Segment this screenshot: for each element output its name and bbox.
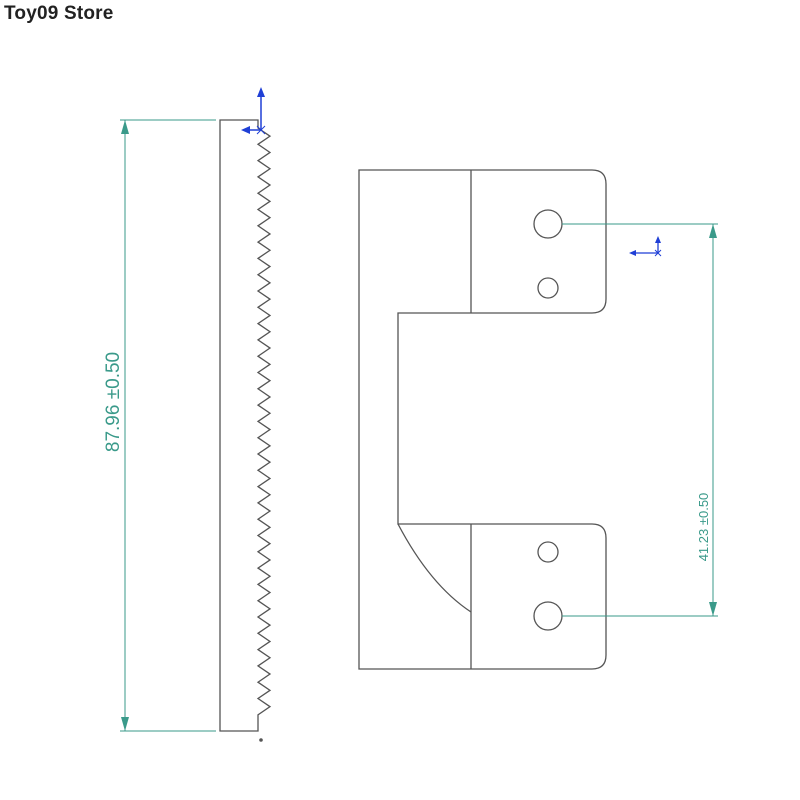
arrowhead-bottom — [709, 602, 717, 616]
mounting-hole-small-top — [537, 277, 559, 299]
overall-height-label: 87.96 ±0.50 — [103, 352, 124, 452]
hole-spacing-dimension — [562, 223, 718, 617]
blade-outline — [219, 119, 272, 732]
holder-curved-edge — [397, 523, 472, 613]
hole-spacing-label: 41.23 ±0.50 — [696, 493, 711, 562]
mounting-hole-large-top — [533, 209, 563, 239]
overall-height-dimension — [120, 119, 216, 732]
arrowhead-top — [709, 224, 717, 238]
arrowhead-bottom — [121, 717, 129, 731]
coordinate-axis-icon — [629, 236, 662, 257]
blade-holder-view — [358, 169, 607, 670]
holder-outline — [358, 169, 607, 670]
mounting-hole-small-bottom — [537, 541, 559, 563]
store-watermark: Toy09 Store — [4, 3, 114, 24]
blade-end-point — [259, 738, 263, 742]
arrowhead-top — [121, 120, 129, 134]
mounting-hole-large-bottom — [533, 601, 563, 631]
coordinate-axis-icon — [241, 87, 266, 135]
serrated-blade-view — [219, 119, 272, 742]
